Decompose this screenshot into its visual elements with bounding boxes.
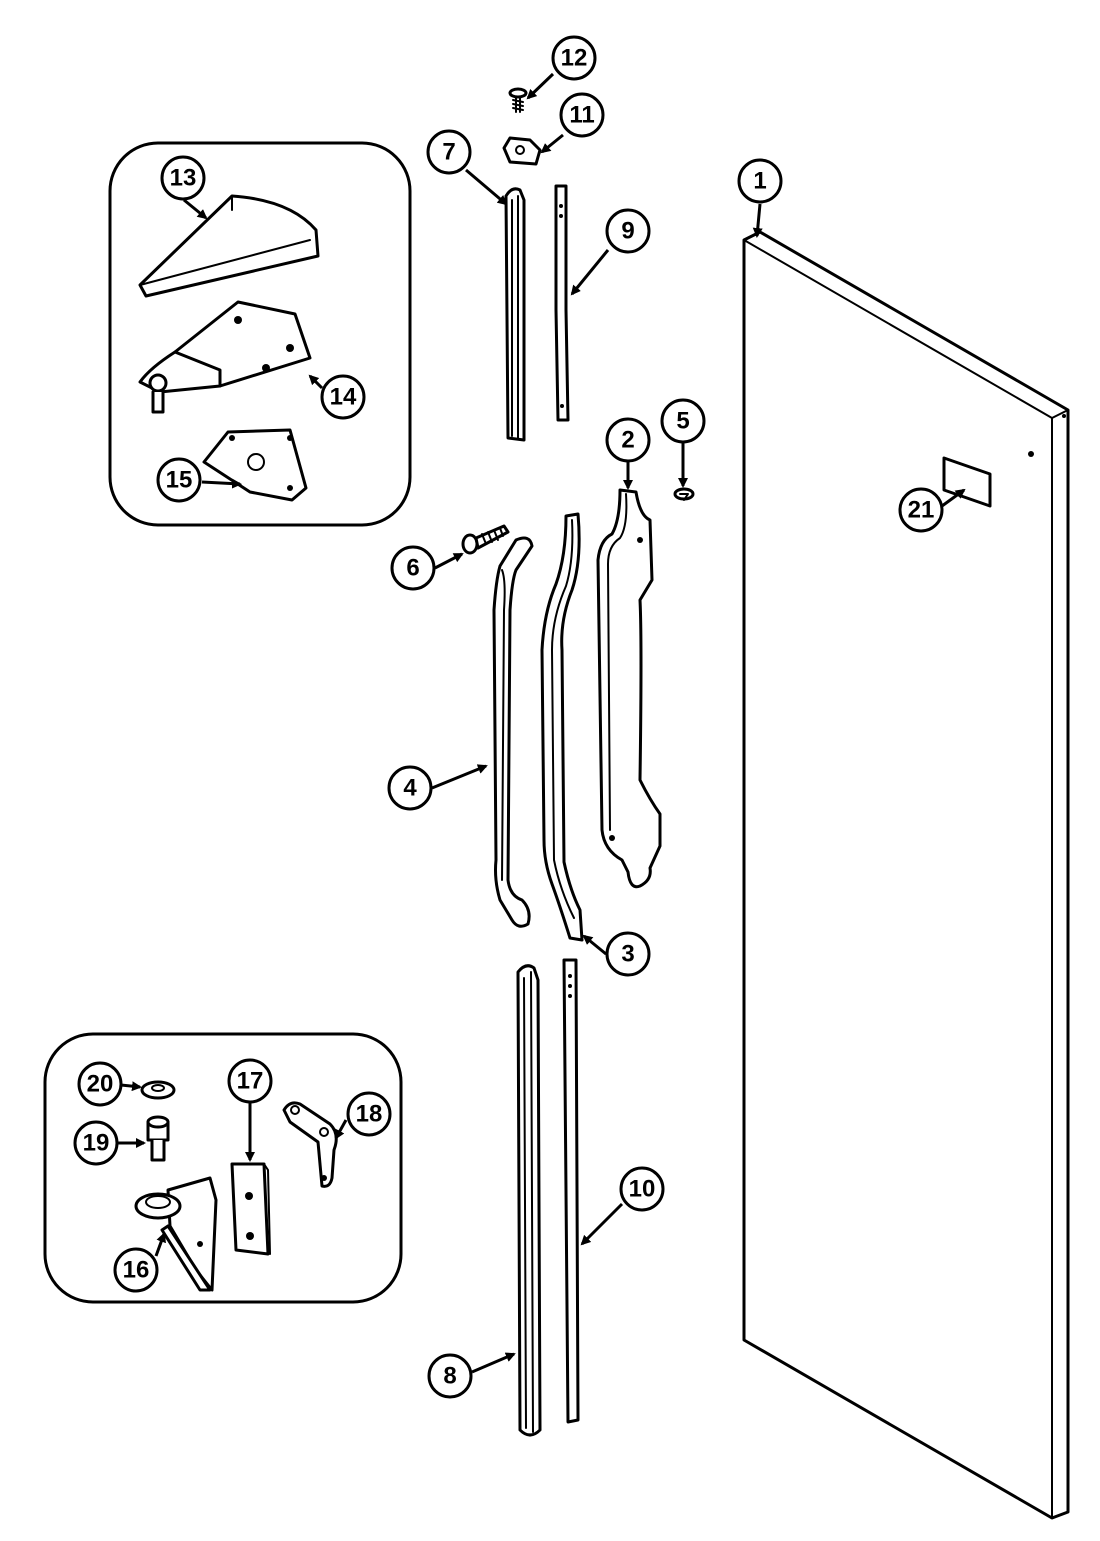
callout-20: 20 (77, 1061, 123, 1107)
part-4-handle-outer (492, 536, 534, 928)
callout-18: 18 (346, 1091, 392, 1137)
callout-13-label: 13 (170, 165, 197, 192)
callout-3: 3 (605, 931, 651, 977)
callout-16-label: 16 (123, 1257, 150, 1284)
part-10-lower-strip (562, 958, 580, 1424)
inset-box-top-hinge (108, 141, 412, 527)
callout-17-label: 17 (237, 1068, 264, 1095)
part-5-screw (673, 487, 695, 501)
callout-2: 2 (605, 417, 651, 463)
callout-7: 7 (426, 129, 472, 175)
part-15-hinge-shim (202, 428, 308, 502)
callout-9: 9 (605, 208, 651, 254)
callout-19-label: 19 (83, 1130, 110, 1157)
part-11-end-cap (502, 136, 542, 166)
callout-6-label: 6 (406, 555, 419, 582)
callout-15: 15 (156, 457, 202, 503)
callout-19: 19 (73, 1120, 119, 1166)
part-1-door-panel (742, 230, 1070, 1520)
callout-10: 10 (619, 1166, 665, 1212)
part-20-washer (140, 1080, 176, 1100)
callout-7-label: 7 (442, 139, 455, 166)
callout-14-label: 14 (330, 384, 357, 411)
part-17-spacer-plate (230, 1162, 271, 1256)
callout-13: 13 (160, 155, 206, 201)
part-9-upper-strip (554, 184, 570, 422)
callout-1-label: 1 (753, 168, 766, 195)
callout-9-label: 9 (621, 218, 634, 245)
part-13-hinge-cover (138, 194, 320, 298)
callout-3-label: 3 (621, 941, 634, 968)
part-2-handle-mount (596, 488, 662, 889)
callout-2-label: 2 (621, 427, 634, 454)
callout-6: 6 (390, 545, 436, 591)
part-7-upper-trim (504, 187, 526, 442)
callout-15-label: 15 (166, 467, 193, 494)
callout-18-label: 18 (356, 1101, 383, 1128)
callout-16: 16 (113, 1247, 159, 1293)
callout-1: 1 (737, 158, 783, 204)
part-18-bracket (282, 1101, 338, 1188)
callout-8-label: 8 (443, 1363, 456, 1390)
part-19-hinge-pin (146, 1115, 170, 1162)
part-16-lower-hinge (134, 1176, 218, 1292)
callout-4-label: 4 (403, 775, 417, 802)
callout-21: 21 (898, 487, 944, 533)
part-14-upper-hinge (138, 300, 312, 414)
callout-10-label: 10 (629, 1176, 656, 1203)
part-8-lower-trim (516, 964, 542, 1437)
callout-4: 4 (387, 765, 433, 811)
inset-box-bottom-hinge (43, 1032, 403, 1304)
callout-5: 5 (660, 398, 706, 444)
callout-12: 12 (551, 35, 597, 81)
callout-21-label: 21 (908, 497, 935, 524)
part-6-handle-screw (461, 524, 510, 555)
callout-5-label: 5 (676, 408, 689, 435)
callout-17: 17 (227, 1058, 273, 1104)
part-12-screw (508, 87, 528, 113)
callout-14: 14 (320, 374, 366, 420)
callout-11-label: 11 (569, 102, 594, 129)
callout-11: 11 (559, 92, 605, 138)
part-3-handle-gasket (540, 512, 584, 942)
leader-arrows (118, 72, 966, 1374)
callout-12-label: 12 (561, 45, 588, 72)
callout-8: 8 (427, 1353, 473, 1399)
callout-20-label: 20 (87, 1071, 114, 1098)
